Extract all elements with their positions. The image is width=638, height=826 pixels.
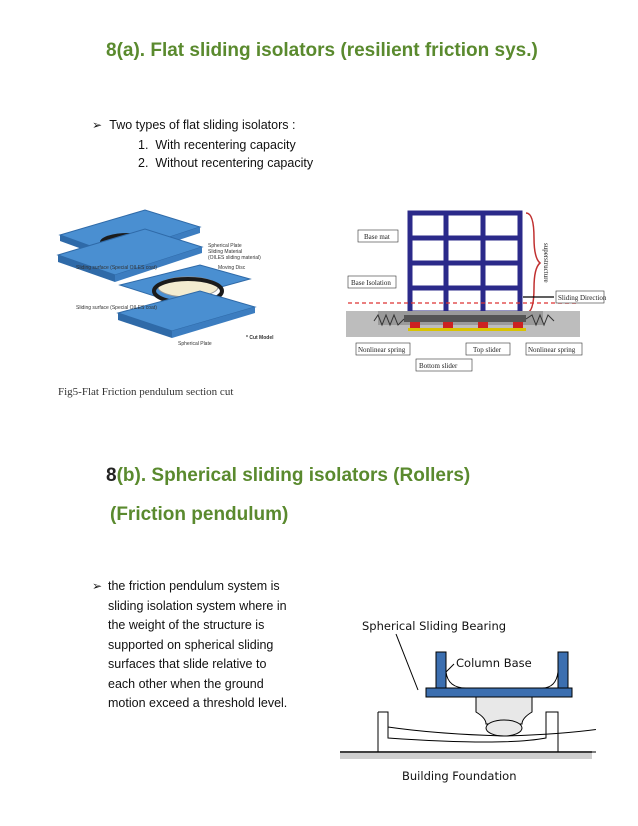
moving-disc-label: Moving Disc [218,265,246,271]
figure-caption: Fig5-Flat Friction pendulum section cut [58,386,234,398]
base-mat-label: Base mat [364,233,390,241]
section-b-paragraph: ➢ the friction pendulum system is slidin… [92,577,322,714]
sliding-surface-label: Sliding surface (Special OILES coat) [76,305,157,311]
section-b-subtitle: (Friction pendulum) [110,504,289,525]
section-a-bullet-text: Two types of flat sliding isolators : [109,118,296,132]
arrow-bullet-icon: ➢ [92,118,103,132]
section-a-bullet: ➢ Two types of flat sliding isolators : [92,118,295,132]
base-isolated-frame-figure: Base mat Base Isolation superstructure S… [346,210,607,372]
list-item: 1. With recentering capacity [138,138,296,152]
nonlinear-spring-label: Nonlinear spring [358,346,406,354]
sliding-surface-label: Sliding surface (Special OILES coat) [76,265,157,271]
list-item: 2. Without recentering capacity [138,156,314,170]
nonlinear-spring-label: Nonlinear spring [528,346,576,354]
spherical-plate-bottom-label: Spherical Plate [178,341,212,347]
spherical-plate-top-label: Spherical Plate [208,243,242,249]
bearing-label: Spherical Sliding Bearing [362,619,506,633]
base-isolation-label: Base Isolation [351,279,391,287]
sliding-material-label: Sliding Material [208,249,242,255]
oiles-sliding-label: (OILES sliding material) [208,255,261,261]
column-base-label: Column Base [456,656,532,670]
top-slider-label: Top slider [473,346,502,354]
superstructure-label: superstructure [542,243,550,283]
sliding-direction-label: Sliding Direction [558,294,607,302]
section-b-title: 8(b). Spherical sliding isolators (Rolle… [106,465,471,486]
bottom-slider-label: Bottom slider [419,362,458,370]
section-a-title: 8(a). Flat sliding isolators (resilient … [106,40,538,61]
flat-isolator-figure: Spherical Plate Sliding Material (OILES … [56,209,274,347]
arrow-bullet-icon: ➢ [92,579,103,593]
cut-model-label: * Cut Model [246,335,274,341]
spherical-bearing-diagram: Spherical Sliding Bearing Column Base Bu… [340,619,596,783]
foundation-label: Building Foundation [402,769,517,783]
